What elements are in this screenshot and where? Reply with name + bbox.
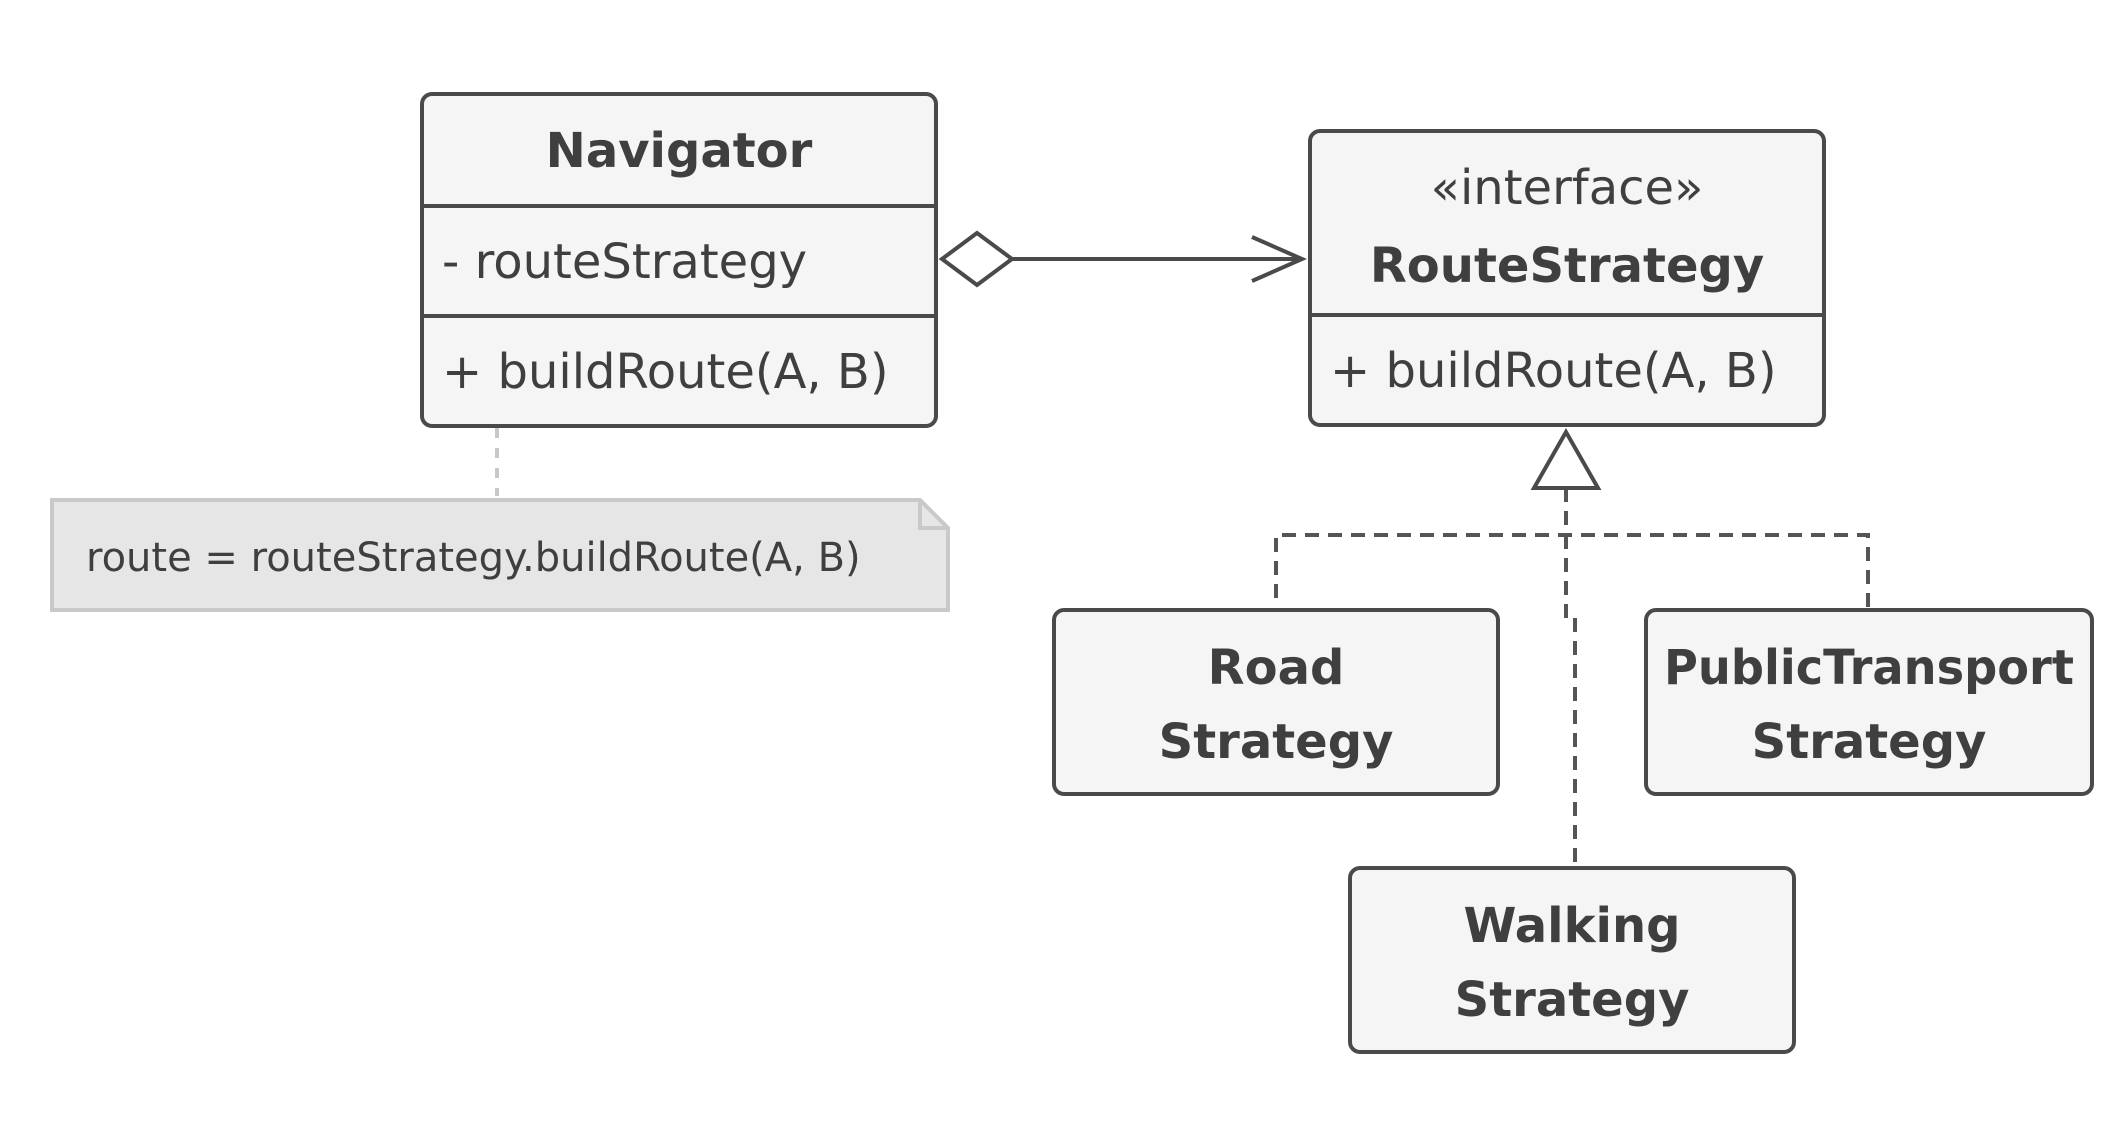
navigator-class-name: Navigator [546, 123, 813, 179]
walking-strategy-name-line2: Strategy [1455, 972, 1690, 1028]
code-note: route = routeStrategy.buildRoute(A, B) [50, 498, 950, 612]
route-strategy-stereotype: «interface» [1431, 160, 1704, 216]
class-route-strategy: «interface» RouteStrategy + buildRoute(A… [1308, 129, 1826, 427]
route-strategy-class-name: RouteStrategy [1370, 238, 1764, 294]
public-transport-strategy-name-line1: PublicTransport [1664, 640, 2074, 696]
road-strategy-name-line2: Strategy [1159, 714, 1394, 770]
class-public-transport-strategy: PublicTransport Strategy [1644, 608, 2094, 796]
route-strategy-method: + buildRoute(A, B) [1330, 343, 1777, 399]
aggregation-edge [938, 230, 1307, 288]
public-transport-strategy-name-line2: Strategy [1752, 714, 1987, 770]
class-road-strategy: Road Strategy [1052, 608, 1500, 796]
aggregation-diamond [938, 230, 1016, 288]
realization-arrowhead [1530, 427, 1602, 490]
navigator-method: + buildRoute(A, B) [442, 344, 889, 400]
navigator-field: - routeStrategy [442, 234, 807, 290]
walking-strategy-name-line1: Walking [1464, 898, 1681, 954]
class-navigator: Navigator - routeStrategy + buildRoute(A… [420, 92, 938, 428]
note-text: route = routeStrategy.buildRoute(A, B) [86, 535, 861, 581]
road-strategy-name-line1: Road [1208, 640, 1345, 696]
realization-lines [1274, 488, 1870, 866]
class-walking-strategy: Walking Strategy [1348, 866, 1796, 1054]
